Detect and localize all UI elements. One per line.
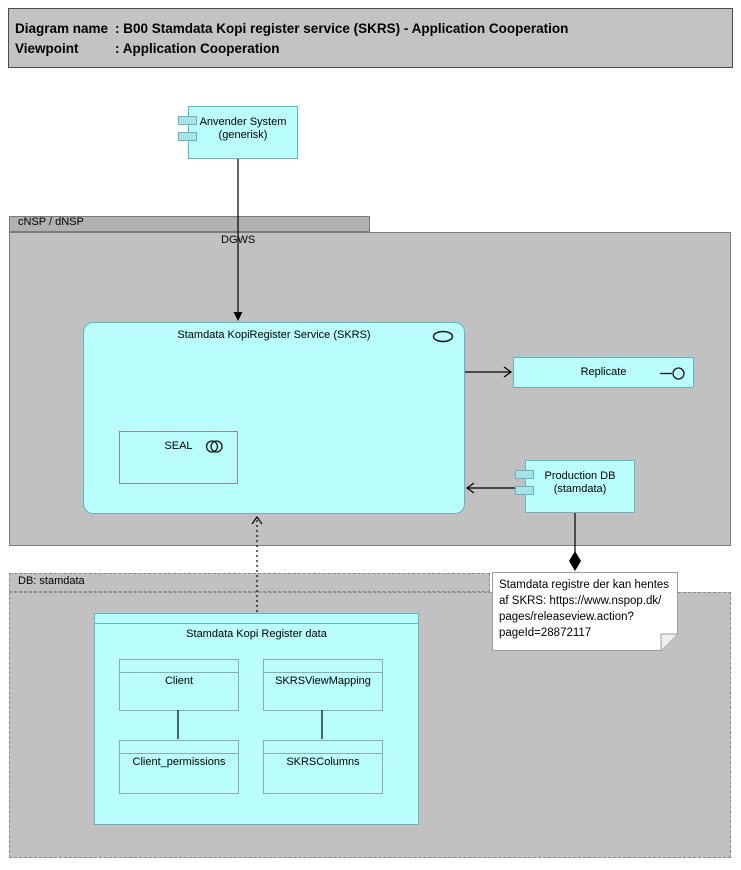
replicate-label: Replicate xyxy=(580,366,627,378)
collaboration-icon xyxy=(205,440,223,453)
cnsp-container-label: cNSP / dNSP xyxy=(18,216,84,228)
seal-label: SEAL xyxy=(164,440,193,452)
skrs-data-group: Stamdata Kopi Register data Client SKRSV… xyxy=(94,613,419,825)
table-skrscolumns: SKRSColumns xyxy=(263,740,383,794)
skrs-data-group-strip xyxy=(95,614,418,624)
anvender-system-subtitle: (generisk) xyxy=(218,129,268,141)
table-client-permissions: Client_permissions xyxy=(119,740,239,794)
diagram-name-value: : B00 Stamdata Kopi register service (SK… xyxy=(115,21,569,36)
db-stamdata-container-tab: DB: stamdata xyxy=(9,573,490,592)
viewpoint-value: : Application Cooperation xyxy=(115,41,280,56)
replicate-box: Replicate xyxy=(513,357,694,388)
table-client: Client xyxy=(119,659,239,711)
dgws-connector-label: DGWS xyxy=(221,234,256,246)
skrs-service-box: Stamdata KopiRegister Service (SKRS) SEA… xyxy=(83,322,465,514)
table-client-label: Client xyxy=(164,675,194,687)
db-stamdata-container-label: DB: stamdata xyxy=(18,575,85,587)
skrs-data-group-title: Stamdata Kopi Register data xyxy=(186,628,327,640)
viewpoint-line: Viewpoint : Application Cooperation xyxy=(15,39,732,59)
anvender-system-title: Anvender System xyxy=(199,116,287,128)
production-db-component: Production DB (stamdata) xyxy=(525,460,635,513)
viewpoint-label: Viewpoint xyxy=(15,41,79,56)
note-background xyxy=(492,572,678,651)
table-strip xyxy=(120,660,238,673)
component-tab-icon xyxy=(515,486,534,495)
cnsp-container-tab: cNSP / dNSP xyxy=(9,216,370,232)
anvender-system-component: Anvender System (generisk) xyxy=(188,106,298,159)
table-strip xyxy=(264,660,382,673)
application-service-icon xyxy=(432,330,454,343)
interface-icon xyxy=(660,367,685,380)
component-tab-icon xyxy=(515,470,534,479)
diagram-name-line: Diagram name : B00 Stamdata Kopi register… xyxy=(15,19,732,39)
table-skrscolumns-label: SKRSColumns xyxy=(286,756,360,768)
table-strip xyxy=(264,741,382,754)
diagram-title-bar: Diagram name : B00 Stamdata Kopi register… xyxy=(8,8,733,68)
table-skrsviewmapping: SKRSViewMapping xyxy=(263,659,383,711)
component-tab-icon xyxy=(178,132,197,141)
seal-box: SEAL xyxy=(119,431,238,484)
table-client-permissions-label: Client_permissions xyxy=(132,756,226,768)
production-db-subtitle: (stamdata) xyxy=(553,483,607,495)
table-skrsviewmapping-label: SKRSViewMapping xyxy=(275,675,371,687)
note-text: Stamdata registre der kan hentes af SKRS… xyxy=(499,579,670,639)
component-tab-icon xyxy=(178,116,197,125)
diamond-solid-icon xyxy=(569,551,581,571)
skrs-service-title: Stamdata KopiRegister Service (SKRS) xyxy=(177,329,371,341)
diagram-name-label: Diagram name xyxy=(15,21,109,36)
note-shape: Stamdata registre der kan hentes af SKRS… xyxy=(492,572,678,651)
production-db-title: Production DB xyxy=(544,470,616,482)
table-strip xyxy=(120,741,238,754)
